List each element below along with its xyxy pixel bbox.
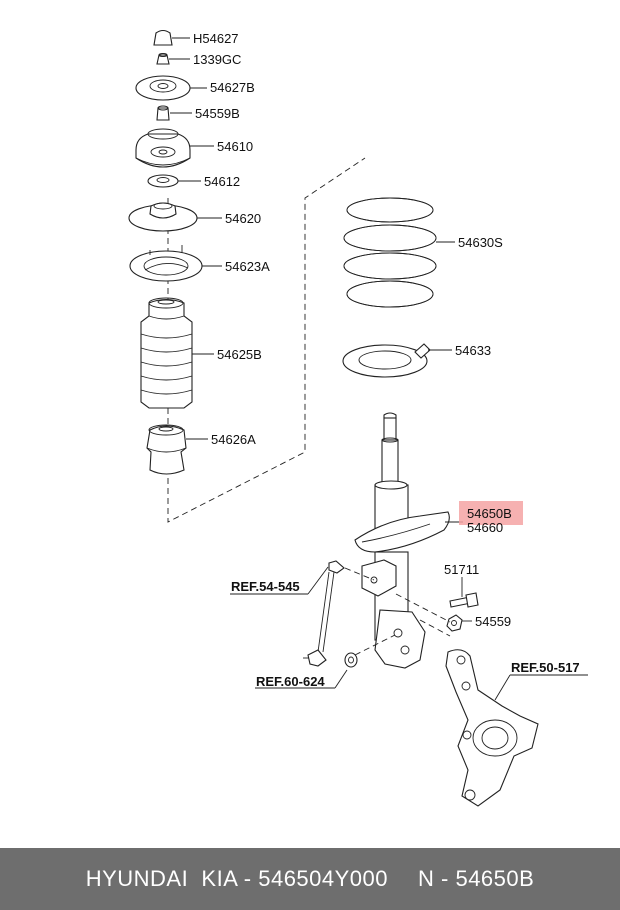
part-54620-bearing <box>128 202 198 232</box>
footer-part-number: N - 54650B <box>418 866 535 891</box>
label-54650b: 54650B <box>467 506 512 521</box>
label-54620: 54620 <box>225 211 261 226</box>
part-54630s-coil-spring <box>343 197 437 308</box>
part-54559-nut <box>446 614 463 632</box>
part-51711-bolt <box>449 592 479 608</box>
label-1339gc: 1339GC <box>193 52 241 67</box>
part-steering-knuckle <box>445 649 539 807</box>
part-54612-washer <box>147 174 179 188</box>
label-51711: 51711 <box>444 562 479 577</box>
label-54626a: 54626A <box>211 432 256 447</box>
part-1339gc-nut <box>156 53 170 65</box>
label-54627b: 54627B <box>210 80 255 95</box>
part-h54627-cap <box>153 29 173 46</box>
part-54559b-nut <box>156 105 170 121</box>
label-54625b: 54625B <box>217 347 262 362</box>
part-54627b-insulator <box>135 75 191 101</box>
label-54612: 54612 <box>204 174 240 189</box>
label-54559b: 54559B <box>195 106 240 121</box>
part-stabilizer-link <box>303 560 345 667</box>
label-h54627: H54627 <box>193 31 239 46</box>
ref-50-517: REF.50-517 <box>511 660 580 675</box>
part-54610-strut-mount <box>135 128 191 168</box>
part-54626a-bump-stopper <box>146 424 187 475</box>
footer-brand: HYUNDAI KIA - 546504Y000 <box>85 866 389 891</box>
label-54559: 54559 <box>475 614 511 629</box>
part-54623a-spring-seat <box>129 245 203 282</box>
ref-54-545: REF.54-545 <box>231 579 300 594</box>
label-54660: 54660 <box>467 520 503 535</box>
footer-bar: HYUNDAI KIA - 546504Y000 N - 54650B <box>0 848 620 910</box>
ref-60-624: REF.60-624 <box>256 674 325 689</box>
highlight-54650b <box>459 501 523 525</box>
part-54633-spring-pad <box>342 343 431 378</box>
group-outline <box>167 157 366 523</box>
label-54630s: 54630S <box>458 235 503 250</box>
label-54633: 54633 <box>455 343 491 358</box>
label-54610: 54610 <box>217 139 253 154</box>
strut-assembly-diagram: H54627 1339GC 54627B 54559B 54610 54612 <box>128 29 588 807</box>
part-54625b-dust-boot <box>140 297 193 409</box>
part-ref-60-624-bushing <box>344 652 358 668</box>
part-54650b-strut <box>354 412 450 669</box>
label-54623a: 54623A <box>225 259 270 274</box>
